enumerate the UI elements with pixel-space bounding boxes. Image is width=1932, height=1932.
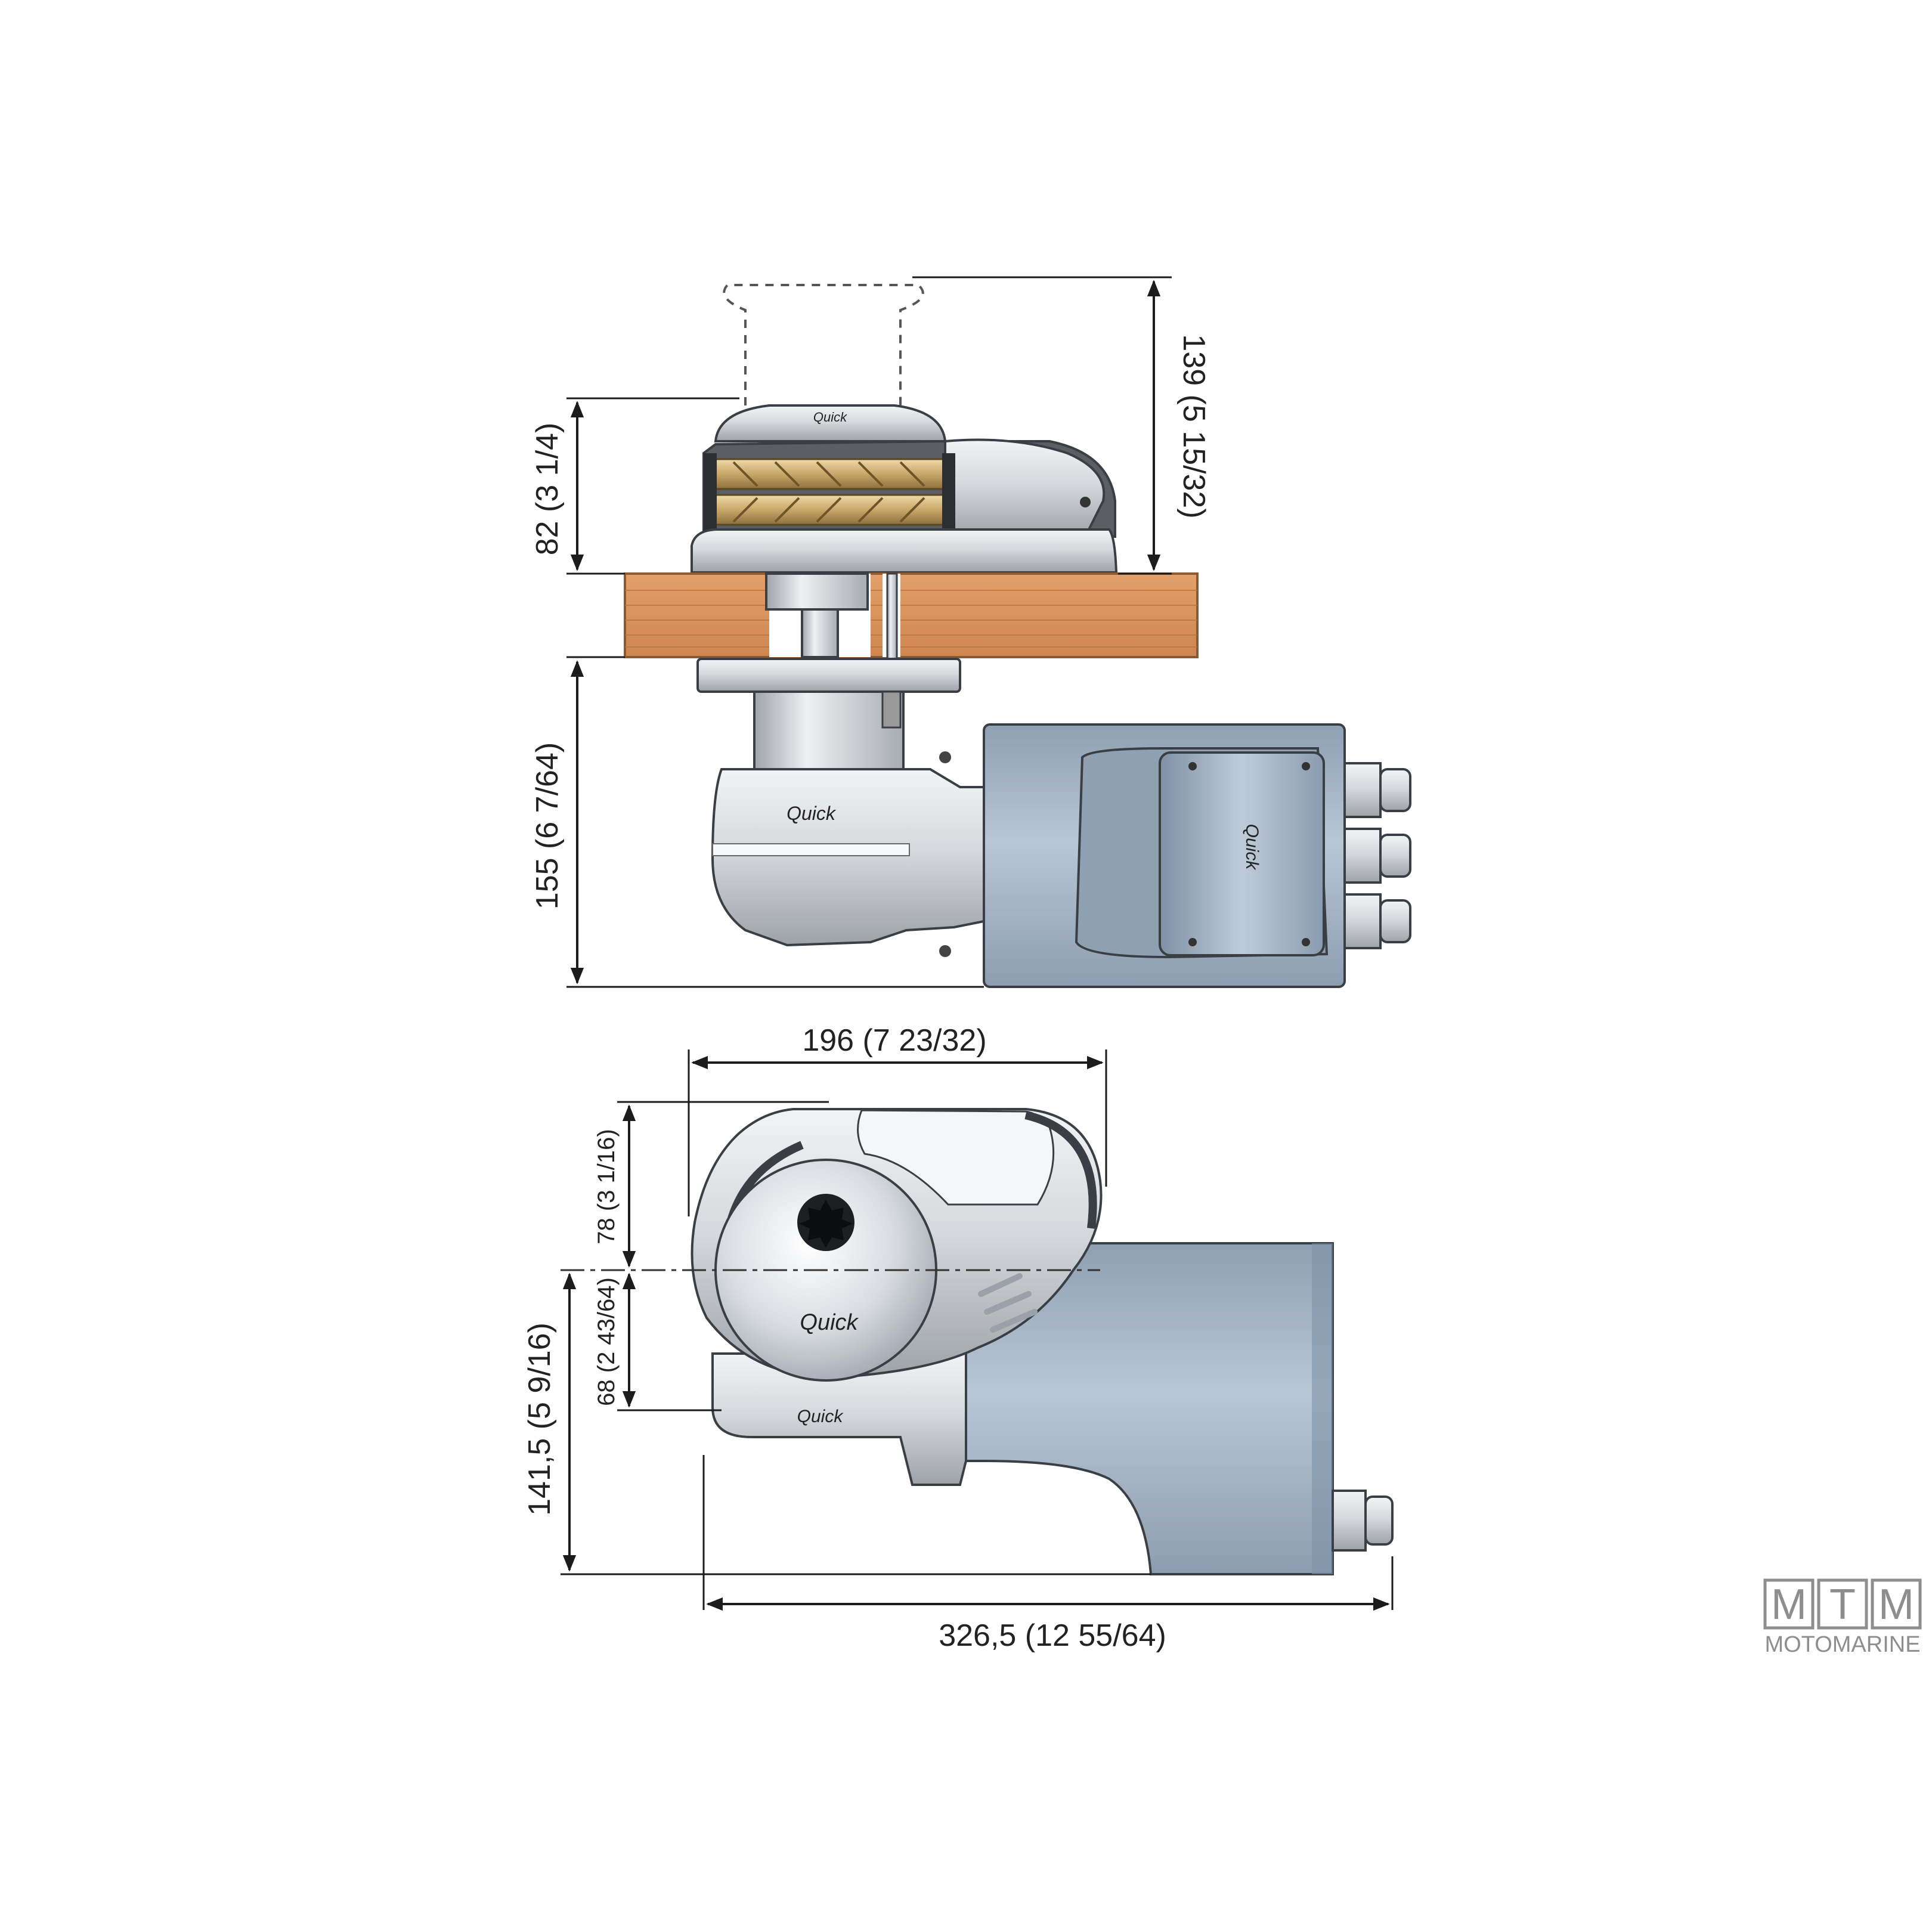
dimension-overall-length-label: 326,5 (12 55/64): [939, 1618, 1166, 1653]
dimension-top-height-label: 139 (5 15/32): [1176, 334, 1211, 518]
deck-base-plate: [691, 528, 1118, 574]
dimension-front-radius-label: 78 (3 1/16): [593, 1129, 620, 1244]
watermark-letter-1: M: [1771, 1581, 1807, 1628]
dimension-overall-length: 326,5 (12 55/64): [702, 1455, 1394, 1653]
drum-brand-mark: Quick: [800, 1310, 859, 1335]
dashed-capstan-outline: [723, 284, 924, 405]
watermark-logo: M T M MOTOMARINE: [1763, 1578, 1922, 1657]
dimension-above-deck-label: 82 (3 1/4): [530, 423, 565, 556]
flange-plate: [696, 658, 961, 693]
dimension-below-deck: 155 (6 7/64): [530, 656, 984, 988]
top-gearbox-mark: Quick: [797, 1407, 844, 1426]
gearbox-mark: Quick: [787, 803, 837, 824]
dimension-rear-radius: 68 (2 43/64): [593, 1272, 722, 1411]
top-motor: [965, 1242, 1394, 1575]
dimension-below-deck-label: 155 (6 7/64): [530, 742, 565, 909]
chain-gypsy: [704, 453, 955, 531]
dimension-front-radius: 78 (3 1/16): [593, 1101, 829, 1268]
deck-plank: [624, 572, 1199, 658]
gypsy-cap: [714, 404, 947, 442]
dimension-above-deck: 82 (3 1/4): [530, 397, 739, 575]
dimension-overall-height: 141,5 (5 9/16): [522, 1272, 1151, 1575]
watermark-letter-2: T: [1829, 1581, 1856, 1628]
dimension-overall-height-label: 141,5 (5 9/16): [522, 1323, 557, 1516]
cable-glands: [1343, 762, 1411, 949]
gearbox-column: [753, 691, 905, 770]
dimension-rear-radius-label: 68 (2 43/64): [593, 1277, 620, 1406]
dimension-top-height: 139 (5 15/32): [912, 276, 1211, 575]
motor-cover-mark: Quick: [1242, 824, 1262, 871]
motor: Quick: [983, 723, 1346, 988]
gearbox: Quick: [711, 751, 985, 957]
side-view: Quick: [530, 276, 1411, 988]
shaft: [765, 572, 869, 611]
watermark-text: MOTOMARINE: [1764, 1632, 1920, 1657]
watermark-letter-3: M: [1878, 1581, 1914, 1628]
motor-cover-plate: [1159, 751, 1325, 956]
gypsy-cap-mark: Quick: [813, 410, 847, 425]
chain-cover: [944, 438, 1106, 538]
top-view: Quick Quick 196 (7 23/32) 78 (3 1/16): [522, 1023, 1394, 1653]
dimension-width-upper-label: 196 (7 23/32): [802, 1023, 986, 1058]
top-gearbox: [711, 1352, 967, 1486]
dimension-width-upper: 196 (7 23/32): [688, 1023, 1107, 1216]
